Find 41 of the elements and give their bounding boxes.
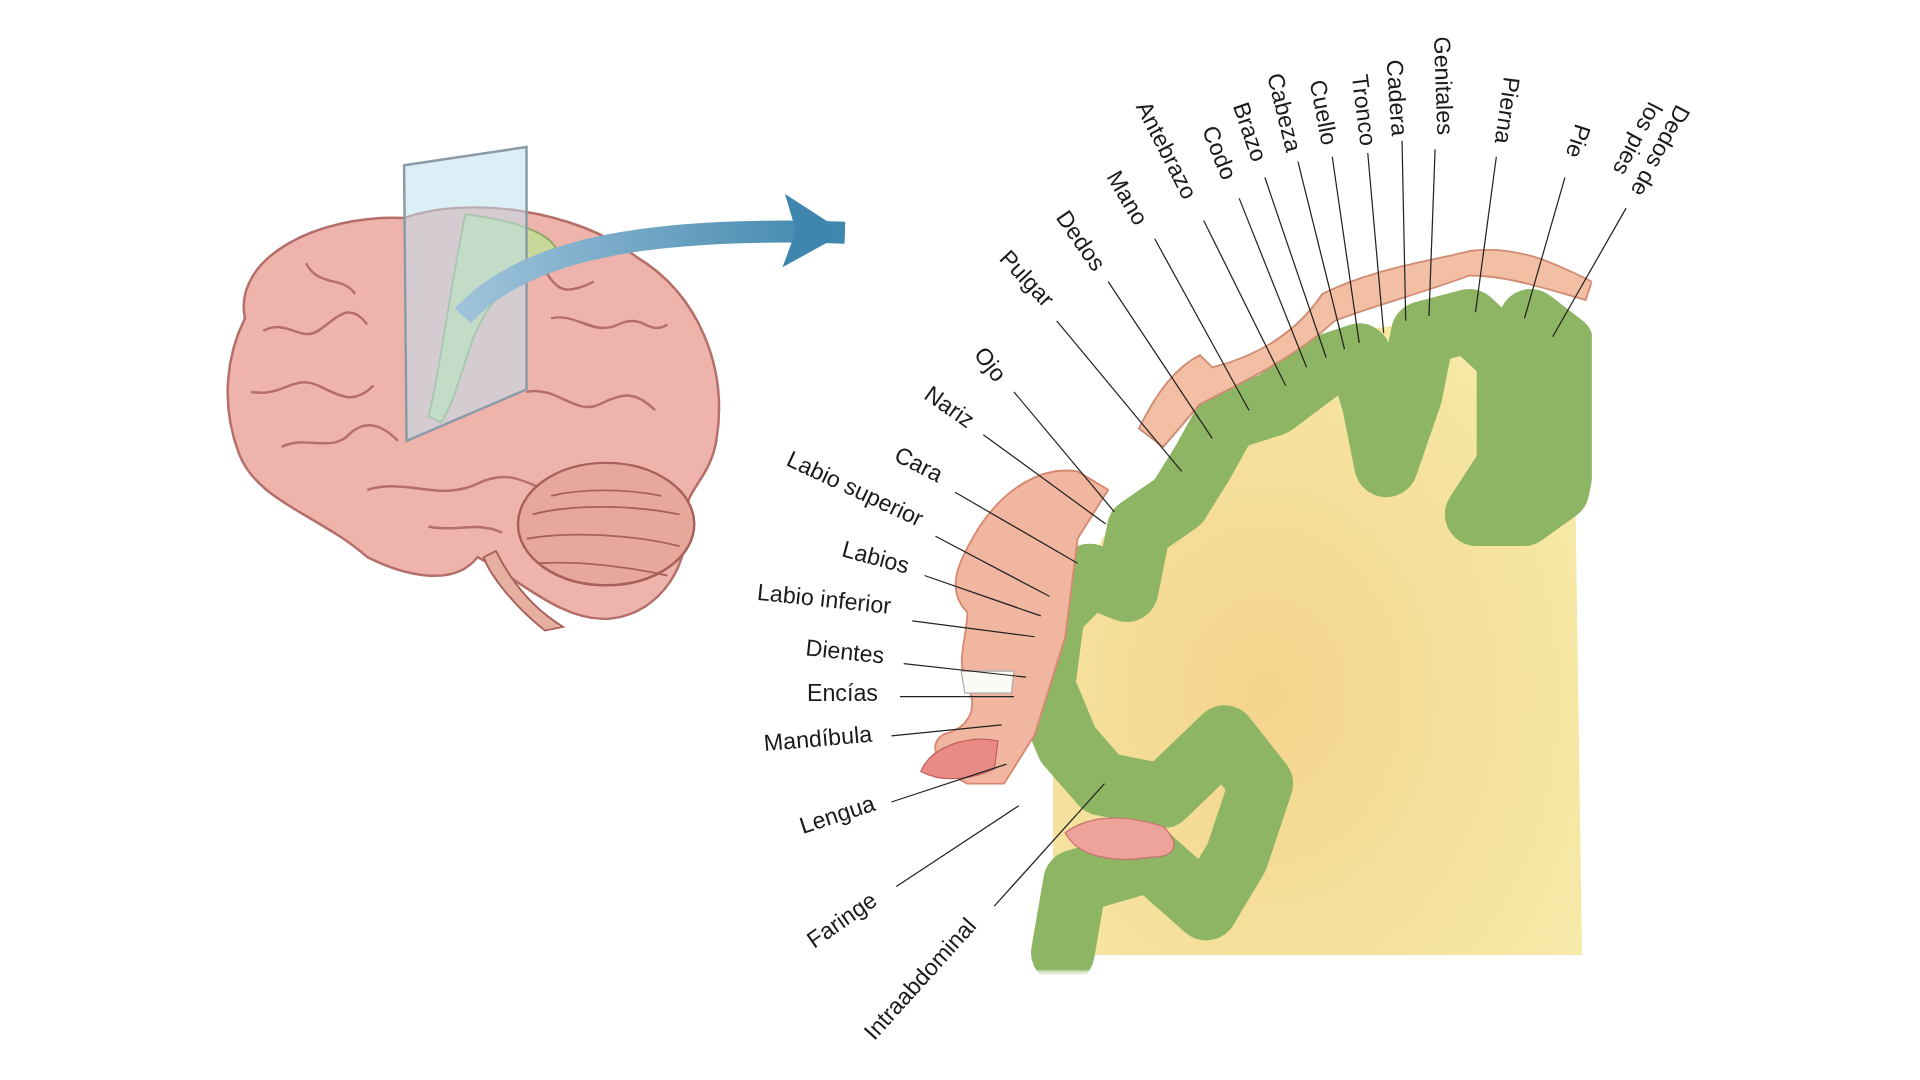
part-label: Cadera [1380,59,1412,137]
leader-line [1056,320,1183,473]
leader-line [1013,391,1115,513]
leader-line [1107,281,1213,439]
part-label: Labios [839,537,912,580]
leader-line [923,574,1042,617]
leader-line [1552,207,1627,338]
part-label: Cara [890,442,947,489]
leader-line [1264,176,1327,359]
leader-line [890,724,1003,737]
leader-line [1297,161,1346,350]
leader-line [982,434,1107,525]
leader-line [1428,148,1436,317]
leader-line [911,620,1036,638]
part-label: Lengua [796,791,879,840]
part-label: Tronco [1345,73,1380,148]
leader-line [934,535,1050,597]
part-label: Pie [1559,120,1595,161]
part-label: Cuello [1303,77,1342,148]
part-label: Encías [806,681,878,708]
arrow [455,194,846,324]
leader-line [903,663,1027,678]
leader-line [1367,152,1385,334]
part-label: Mandíbula [762,722,874,758]
leader-line [993,783,1106,907]
part-label: Genitales [1427,36,1457,136]
part-label: Pierna [1488,75,1524,146]
leader-line [1238,197,1308,368]
leader-line [895,805,1020,888]
leader-line [1203,219,1287,387]
leader-line [1154,238,1250,411]
part-label: Dientes [804,635,886,670]
leader-line [954,491,1079,564]
part-label: Labio inferior [755,580,893,620]
leader-line [899,696,1015,698]
leader-line [1523,176,1566,319]
leader-line [890,763,1008,803]
leader-line [1331,156,1360,344]
leader-line [1474,156,1497,313]
leader-line [1401,140,1407,322]
part-label: Ojo [968,342,1011,388]
